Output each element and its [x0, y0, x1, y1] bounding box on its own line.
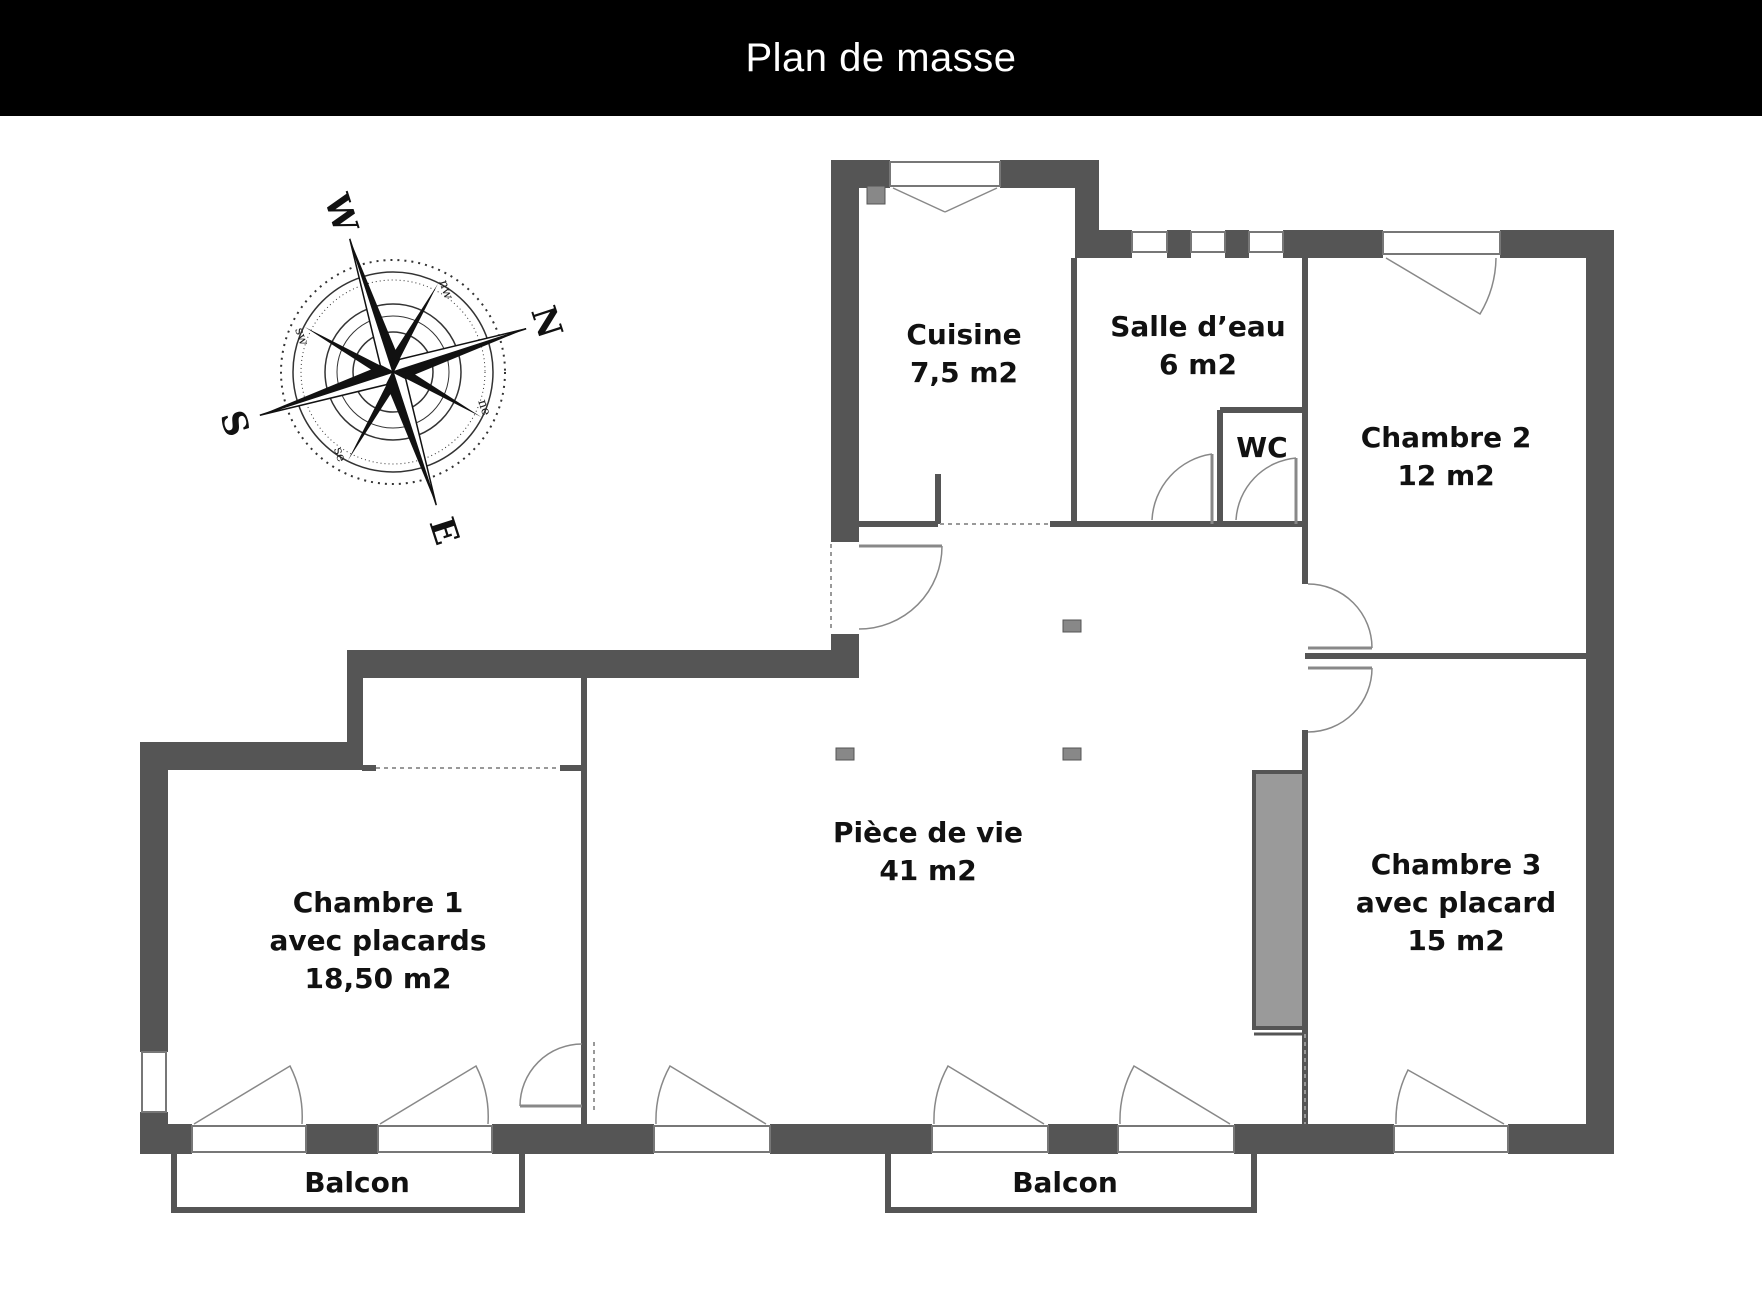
balcon-left — [171, 1154, 525, 1213]
room-name-piece-de-vie: Pièce de vie — [833, 816, 1023, 849]
compass-needle-east — [386, 372, 437, 506]
room-area-cuisine: 7,5 m2 — [910, 356, 1018, 389]
compass-label-south: S — [211, 406, 257, 442]
compass-label-se: se — [330, 445, 349, 464]
closet-chambre3 — [1252, 770, 1306, 1030]
balconies — [171, 1154, 1257, 1213]
interior-walls — [362, 258, 1586, 1124]
room-desc-chambre3: avec placard — [1356, 886, 1556, 919]
room-labels: Cuisine 7,5 m2 Salle d’eau 6 m2 WC Chamb… — [269, 310, 1556, 1199]
windows — [141, 161, 1509, 1153]
walls — [140, 160, 1614, 1154]
compass-needle-north — [393, 328, 527, 379]
balcon-center-label: Balcon — [1012, 1166, 1118, 1199]
room-name-cuisine: Cuisine — [906, 318, 1021, 351]
compass-needle-south — [259, 365, 393, 416]
title-bar: Plan de masse — [0, 0, 1762, 116]
room-name-chambre3: Chambre 3 — [1371, 848, 1542, 881]
room-area-chambre2: 12 m2 — [1397, 459, 1494, 492]
compass-label-sw: sw — [291, 326, 311, 348]
compass-label-ne: ne — [474, 398, 493, 418]
room-area-chambre3: 15 m2 — [1407, 924, 1504, 957]
room-desc-chambre1: avec placards — [269, 924, 486, 957]
compass-label-nw: nw — [435, 278, 455, 301]
room-area-piece-de-vie: 41 m2 — [879, 854, 976, 887]
room-area-salle-deau: 6 m2 — [1159, 348, 1237, 381]
room-name-wc: WC — [1236, 431, 1287, 464]
openings — [376, 523, 1306, 1124]
room-name-salle-deau: Salle d’eau — [1110, 310, 1286, 343]
balcon-left-label: Balcon — [304, 1166, 410, 1199]
balcon-center — [885, 1154, 1257, 1213]
page-title: Plan de masse — [745, 35, 1017, 80]
compass-needle-west — [349, 238, 400, 372]
pillars — [835, 185, 1082, 761]
compass-label-east: E — [421, 513, 467, 550]
room-name-chambre2: Chambre 2 — [1361, 421, 1532, 454]
door-swings — [193, 187, 1505, 1125]
room-area-chambre1: 18,50 m2 — [305, 962, 452, 995]
room-name-chambre1: Chambre 1 — [293, 886, 464, 919]
compass-label-west: W — [315, 188, 365, 238]
compass-rose: N S E W ne nw se sw — [211, 188, 570, 550]
compass-label-north: N — [522, 301, 570, 343]
